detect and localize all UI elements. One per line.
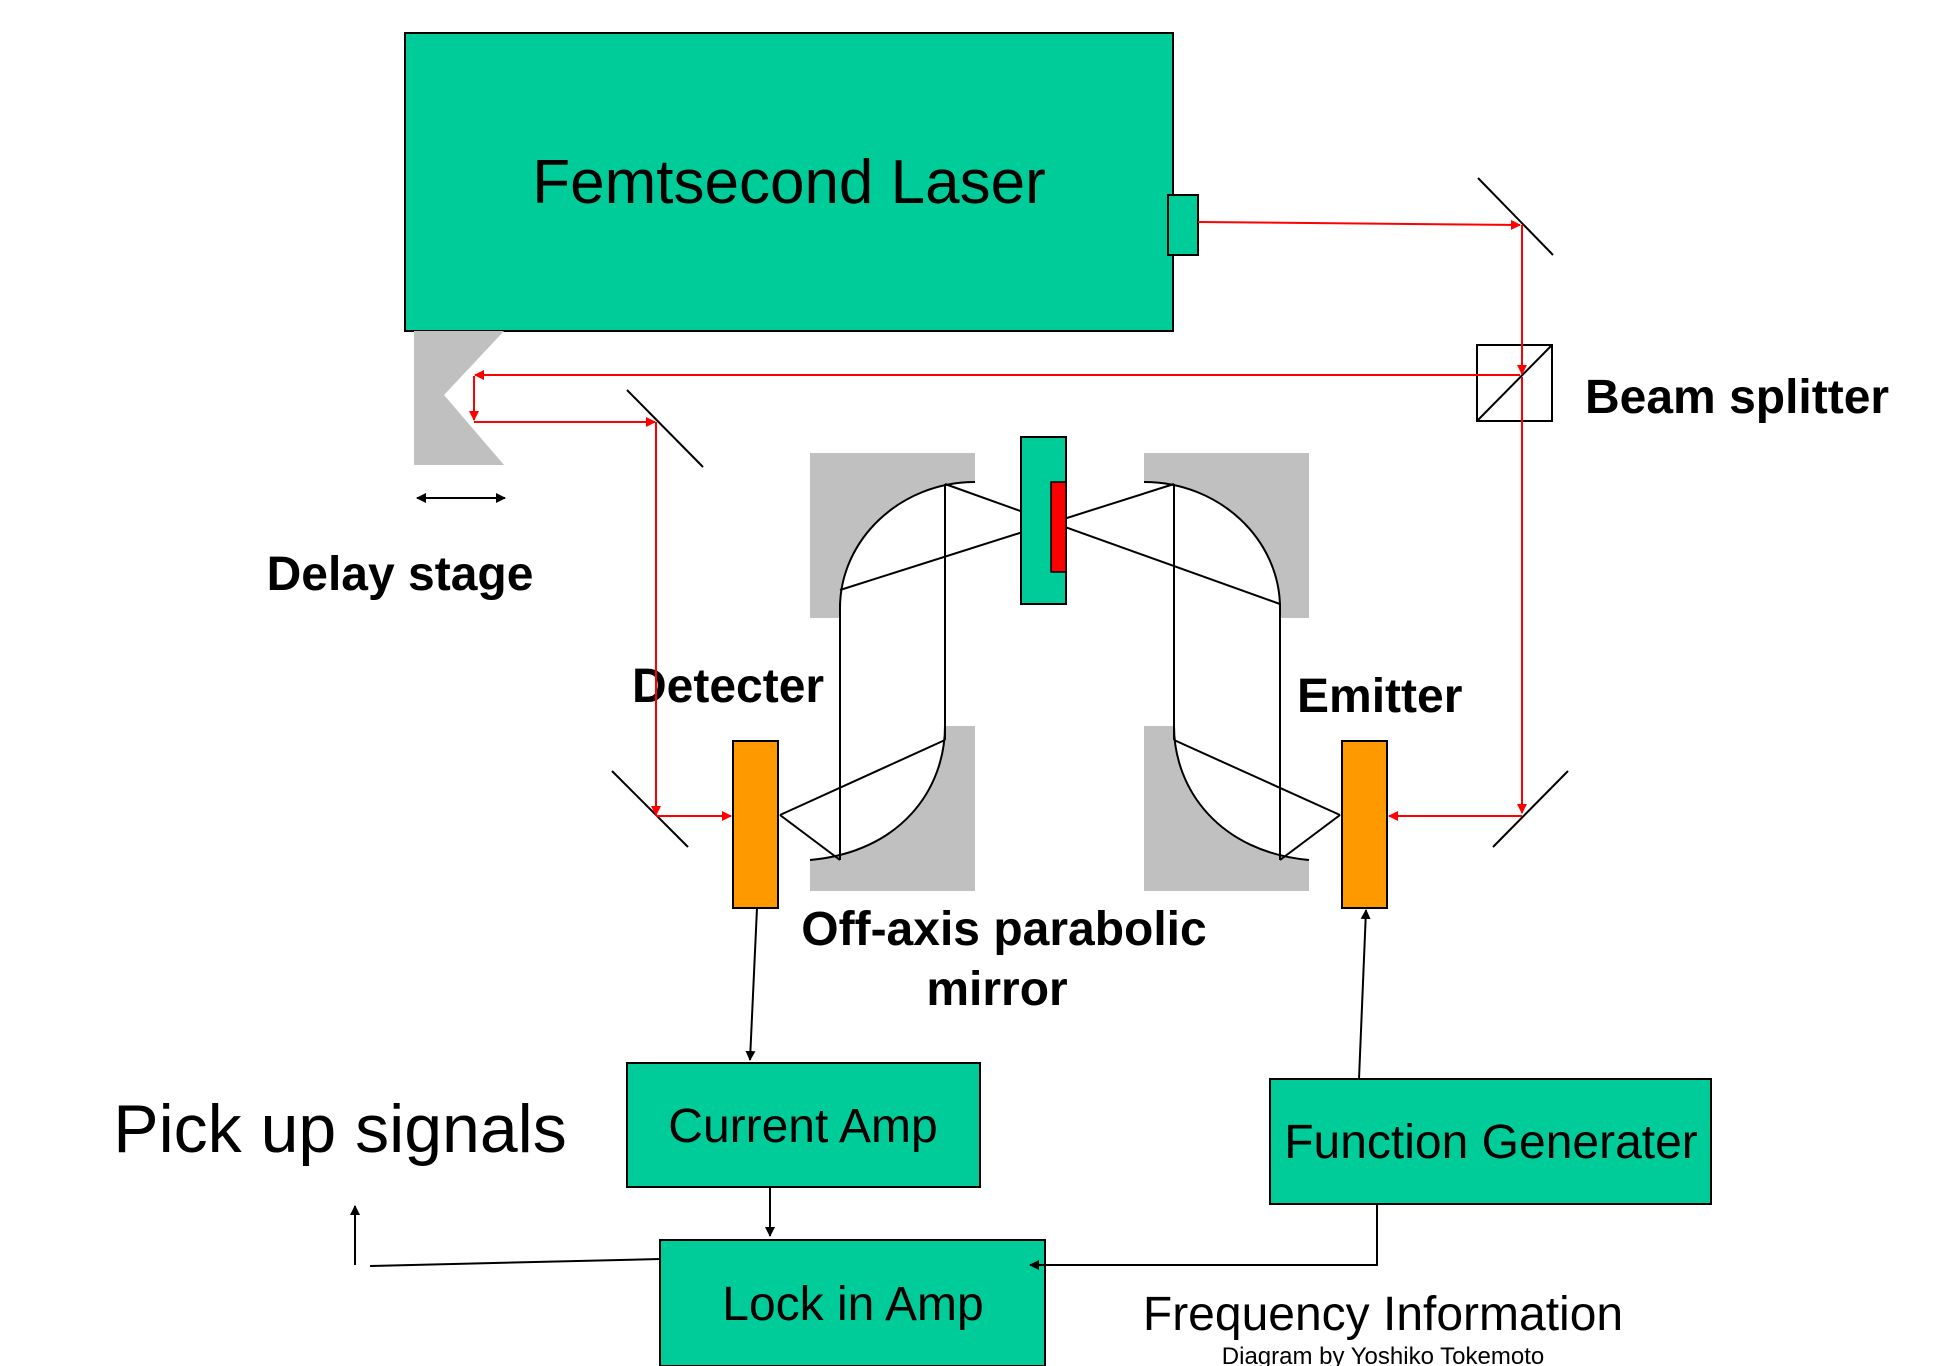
beam-splitter-label: Beam splitter <box>1585 371 1889 424</box>
current-amp-label: Current Amp <box>668 1100 937 1153</box>
lock-in-amp-box <box>659 1239 1046 1366</box>
laser-beam-paths <box>469 219 1527 821</box>
function-generater-label: Function Generater <box>1284 1116 1698 1169</box>
laser-label: Femtsecond Laser <box>532 148 1045 217</box>
detector-antenna <box>732 740 779 909</box>
sample <box>1050 481 1067 573</box>
parabolic-mirror-bottom-right-edge <box>1173 725 1310 861</box>
function-generater-box <box>1269 1078 1712 1205</box>
credit-label: Diagram by Yoshiko Tokemoto <box>1222 1343 1544 1366</box>
parabolic-mirror-top-right <box>1144 482 1280 618</box>
mirror-label-line2: mirror <box>926 963 1067 1016</box>
mirror-label-line1: Off-axis parabolic <box>801 903 1206 956</box>
parabolic-mirror-bottom-left-edge <box>809 725 946 861</box>
sample-holder <box>1020 436 1067 605</box>
beam-splitter-diagonal <box>1476 344 1553 422</box>
parabolic-mirror-bottom-left <box>810 726 945 860</box>
mirror-lower-left <box>611 770 689 848</box>
laser-output-port <box>1167 194 1199 256</box>
current-amp-box <box>626 1062 981 1188</box>
laser-box <box>404 32 1174 332</box>
mirror-lower-right <box>1492 770 1569 848</box>
mirror-top-right <box>1477 177 1554 256</box>
parabolic-mirror-bottom-right <box>1174 726 1309 860</box>
signal-wires <box>350 907 1378 1270</box>
beam-splitter <box>1476 344 1553 422</box>
emitter-antenna <box>1341 740 1388 909</box>
delay-stage-label: Delay stage <box>267 548 534 601</box>
delay-stage-retroreflector <box>414 331 504 465</box>
thz-beam-paths <box>779 483 1341 861</box>
detecter-label: Detecter <box>632 660 824 713</box>
pick-up-signals-label: Pick up signals <box>113 1091 567 1167</box>
lock-in-amp-label: Lock in Amp <box>722 1278 983 1331</box>
parabolic-mirror-top-left <box>840 482 975 618</box>
mirror-upper-left <box>626 389 704 468</box>
emitter-label: Emitter <box>1297 670 1462 723</box>
frequency-information-label: Frequency Information <box>1143 1288 1623 1341</box>
